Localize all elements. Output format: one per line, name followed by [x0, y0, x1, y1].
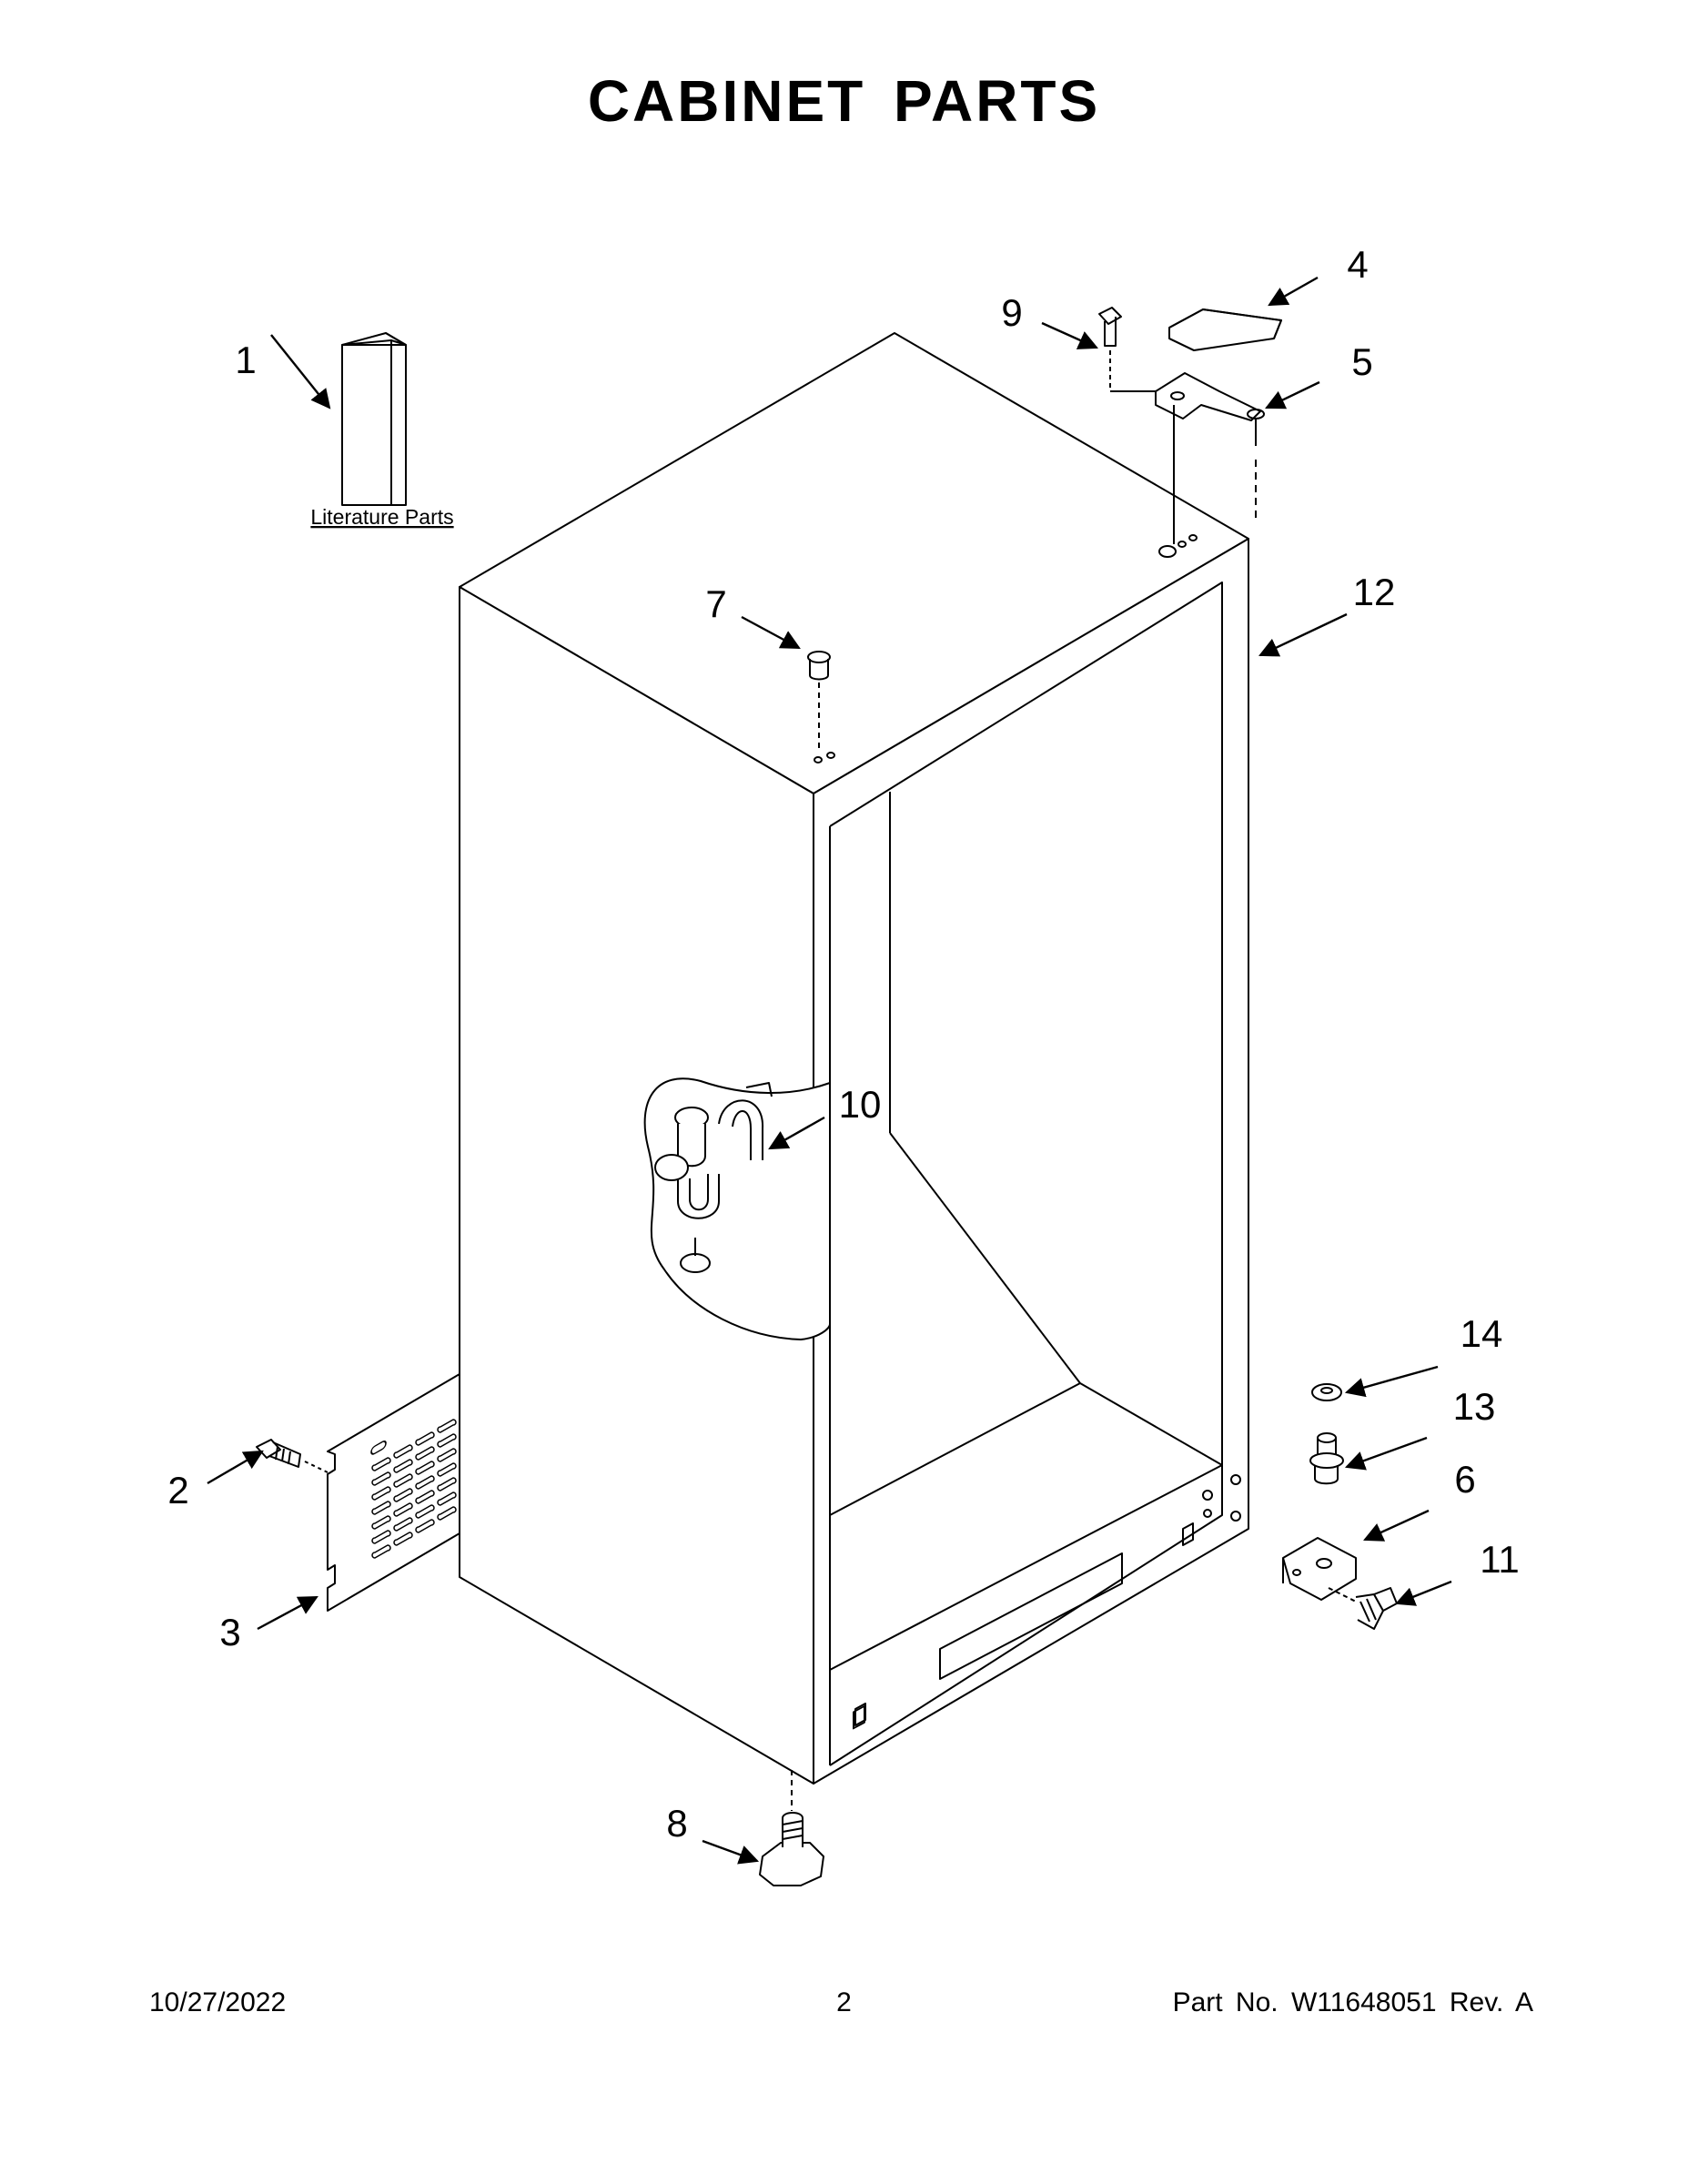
- callout-2: 2: [167, 1469, 188, 1512]
- louver-slot: [393, 1532, 413, 1546]
- louver-slot: [371, 1515, 391, 1530]
- louver-slot: [437, 1448, 457, 1462]
- screw-2: [256, 1439, 329, 1473]
- louver-slot: [371, 1471, 391, 1486]
- callout-1: 1: [235, 339, 256, 381]
- callout-7: 7: [705, 582, 726, 625]
- cabinet-body: [459, 332, 1249, 1785]
- louver-slot: [393, 1473, 413, 1488]
- louver-slot: [371, 1486, 391, 1501]
- louver-slot: [371, 1501, 391, 1515]
- louver-slot: [415, 1431, 435, 1446]
- footer-date: 10/27/2022: [149, 1987, 287, 2017]
- louver-slot: [415, 1461, 435, 1475]
- louver-slot: [371, 1544, 391, 1559]
- leveling-leg: [759, 1770, 824, 1886]
- footer-page-number: 2: [836, 1987, 852, 2017]
- callout-6: 6: [1454, 1458, 1475, 1501]
- louver-slot: [393, 1502, 413, 1517]
- callout-4: 4: [1347, 243, 1368, 286]
- literature-booklet: [341, 332, 407, 506]
- callout-9: 9: [1001, 291, 1022, 334]
- callout-5: 5: [1351, 340, 1372, 383]
- louver-slot: [415, 1519, 435, 1533]
- callout-11: 11: [1480, 1538, 1520, 1581]
- louver-slot: [371, 1457, 391, 1471]
- callout-10: 10: [839, 1083, 882, 1126]
- louver-slot: [415, 1446, 435, 1461]
- callout-12: 12: [1353, 571, 1396, 613]
- top-hinge-assembly: [1098, 307, 1282, 544]
- louver-slot: [393, 1488, 413, 1502]
- page-title: CABINET PARTS: [587, 68, 1101, 134]
- louver-slot: [415, 1504, 435, 1519]
- callout-3: 3: [219, 1611, 240, 1653]
- louver-slot: [437, 1433, 457, 1448]
- callout-8: 8: [666, 1802, 687, 1845]
- plug-7: [807, 651, 831, 751]
- louver-slot: [393, 1444, 413, 1459]
- louver-slot: [437, 1419, 457, 1433]
- louver-slot: [437, 1506, 457, 1521]
- louver-slot: [371, 1530, 391, 1544]
- louver-slot: [415, 1475, 435, 1490]
- louver-slot: [437, 1477, 457, 1491]
- louver-slot: [437, 1462, 457, 1477]
- rear-access-cover: [327, 1373, 460, 1612]
- callout-14: 14: [1461, 1312, 1503, 1355]
- footer-part-number: Part No. W11648051 Rev. A: [1172, 1987, 1533, 2017]
- louver-slot: [393, 1517, 413, 1532]
- leader-arrows: [207, 276, 1452, 1865]
- louver-slot: [415, 1490, 435, 1504]
- callout-13: 13: [1453, 1385, 1496, 1428]
- louver-slot: [437, 1491, 457, 1506]
- bottom-hinge-parts: [1282, 1383, 1398, 1630]
- literature-parts-label: Literature Parts: [310, 505, 453, 529]
- louver-slot: [393, 1459, 413, 1473]
- drain-trap: [654, 1082, 773, 1219]
